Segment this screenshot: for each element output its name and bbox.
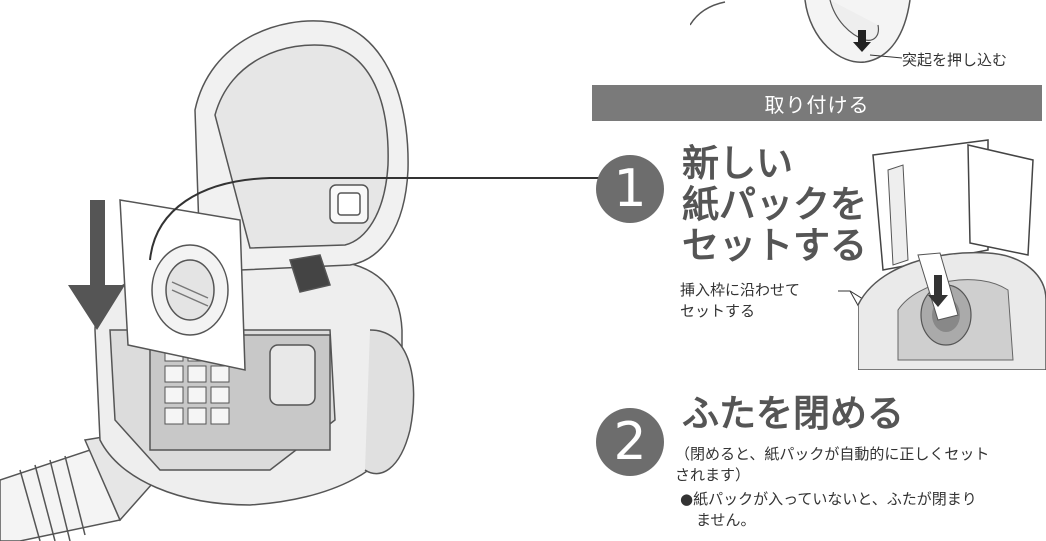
vacuum-lid [194, 20, 409, 293]
step-2-number: 2 [596, 408, 664, 476]
step-2-title: ふたを閉める [682, 392, 904, 435]
section-header: 取り付ける [592, 85, 1042, 121]
step-2-bullet: ●紙パックが入っていないと、ふたが閉まり ません。 [680, 490, 977, 529]
top-note: 突起を押し込む [902, 51, 1008, 69]
step-2-description: （閉めると、紙パックが自動的に正しくセット されます） [675, 445, 990, 484]
step-1-number: 1 [596, 155, 664, 223]
protrusion-push-illustration [690, 0, 911, 63]
step-1-note: 挿入枠に沿わせて セットする [680, 281, 801, 320]
paper-bag-illustration [119, 199, 246, 371]
step-1-illustration [858, 139, 1046, 370]
vacuum-cleaner-illustration [0, 20, 600, 541]
step-1-title: 新しい 紙パックを セットする [682, 142, 867, 267]
down-arrow-icon [853, 30, 871, 52]
down-arrow-icon [68, 200, 125, 330]
down-arrow-icon [928, 275, 948, 307]
